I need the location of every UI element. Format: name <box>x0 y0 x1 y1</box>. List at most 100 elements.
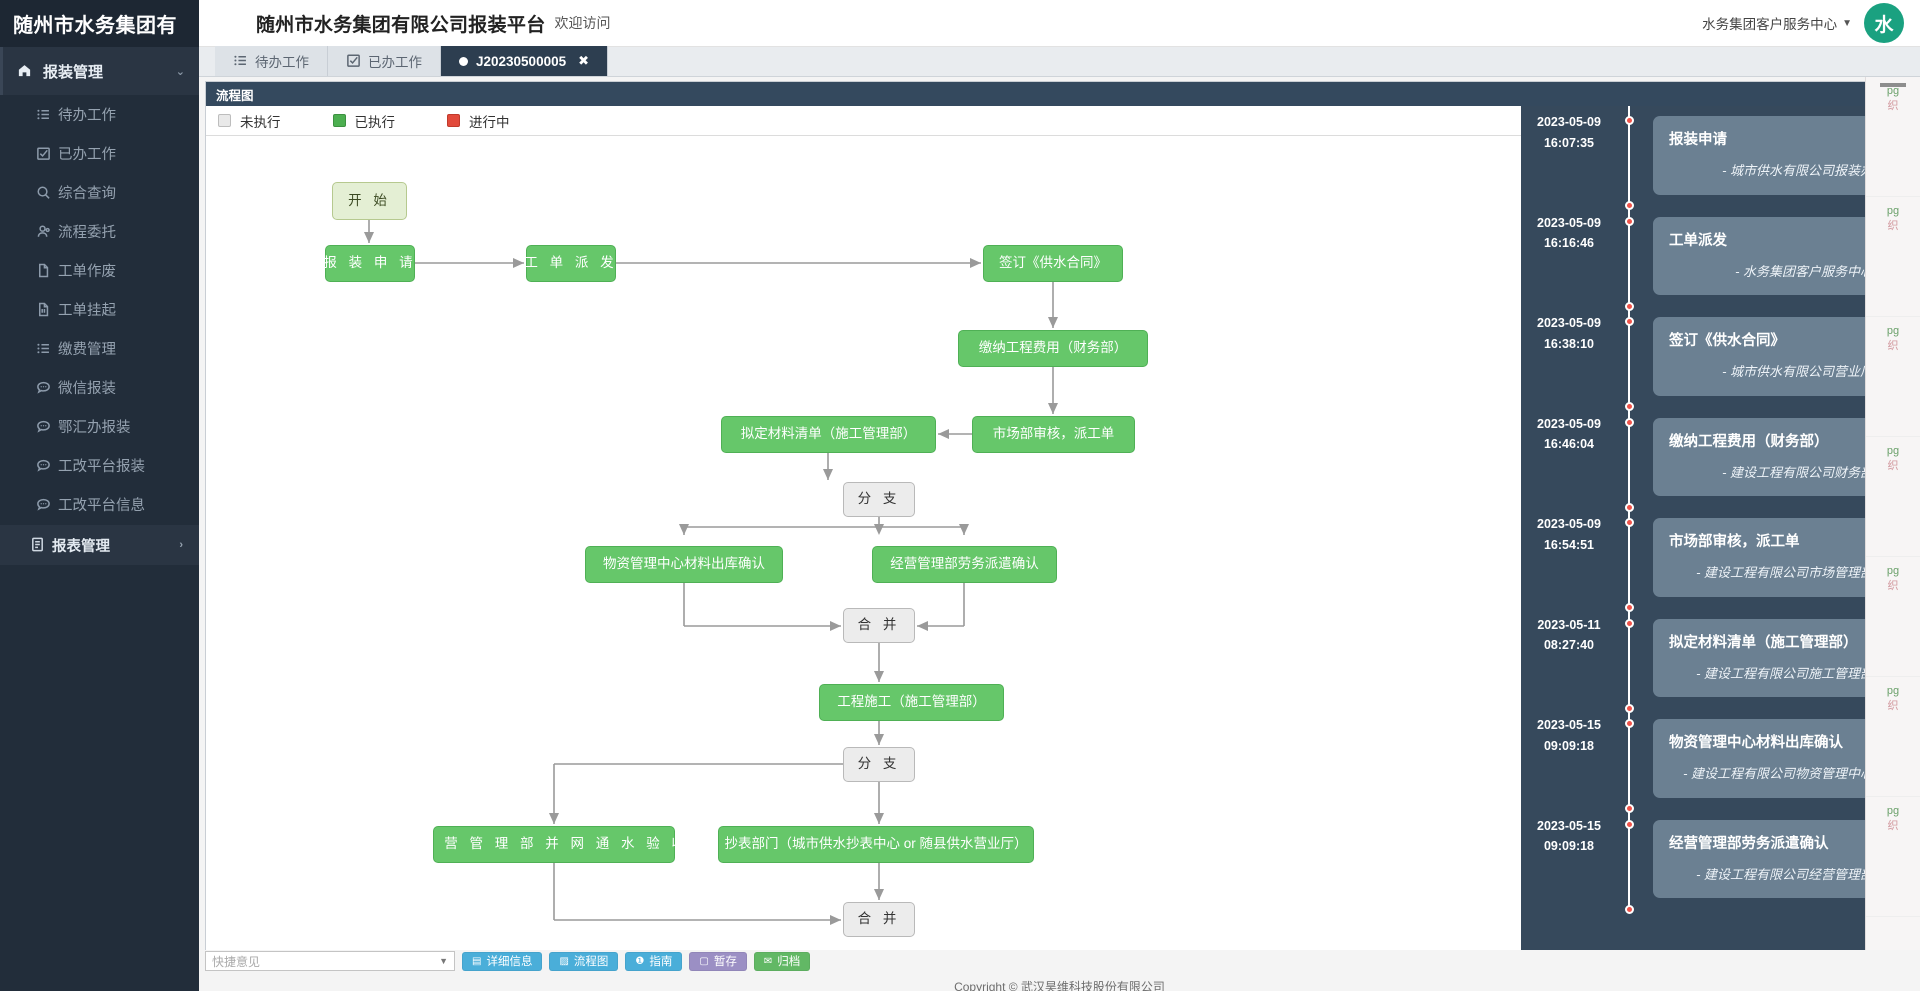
chat-icon <box>36 380 58 396</box>
user-name[interactable]: 水务集团客户服务中心 <box>1702 17 1838 32</box>
flow-node-merge1[interactable]: 合 并 <box>843 608 915 643</box>
sidebar-item-2[interactable]: 已办工作 <box>0 134 199 173</box>
flow-node-meter[interactable]: 抄表部门（城市供水抄表中心 or 随县供水营业厅） <box>718 826 1034 863</box>
timeline-card-title: 市场部审核，派工单 <box>1669 534 1800 550</box>
timeline-dot <box>1625 704 1634 713</box>
timeline-card[interactable]: 签订《供水合同》- 城市供水有限公司营业厅 - <box>1653 317 1897 396</box>
sidebar-item-5[interactable]: 工单作废 <box>0 251 199 290</box>
timeline-card[interactable]: 经营管理部劳务派遣确认- 建设工程有限公司经营管理部 - <box>1653 819 1897 898</box>
bottom-button-2[interactable]: ▨ 流程图 <box>549 951 619 971</box>
timeline-card[interactable]: 物资管理中心材料出库确认- 建设工程有限公司物资管理中心 - <box>1653 719 1897 798</box>
close-icon[interactable]: ✖ <box>578 53 590 68</box>
flow-node-build[interactable]: 工程施工（施工管理部） <box>819 684 1004 721</box>
chevron-down-icon[interactable]: ▼ <box>1842 17 1852 29</box>
panel-header: 流程图 ✖ <box>206 82 1913 106</box>
timeline-date: 2023-05-09 <box>1537 416 1601 431</box>
flow-node-wz[interactable]: 物资管理中心材料出库确认 <box>585 546 783 583</box>
sidebar-item-label: 报表管理 <box>52 538 110 555</box>
flow-node-jy[interactable]: 经营管理部劳务派遣确认 <box>872 546 1057 583</box>
legend-swatch-done <box>332 114 346 127</box>
flow-node-contract[interactable]: 签订《供水合同》 <box>983 245 1123 282</box>
flow-node-accept[interactable]: 经 营 管 理 部 并 网 通 水 验 收 <box>419 826 685 863</box>
bottom-button-5[interactable]: ✉归档 <box>753 951 811 971</box>
sidebar-item-1[interactable]: 待办工作 <box>0 95 199 134</box>
sidebar-item-label: 已办工作 <box>58 147 116 163</box>
tab-1[interactable]: 待办工作 <box>215 46 328 76</box>
sidebar-item-report-management[interactable]: 报表管理 › <box>0 525 199 565</box>
flow-node-label: 缴纳工程费用（财务部） <box>978 340 1128 356</box>
sidebar-item-3[interactable]: 综合查询 <box>0 173 199 212</box>
flow-node-label: 经 营 管 理 部 并 网 通 水 验 收 <box>419 836 690 852</box>
sidebar-item-11[interactable]: 工改平台信息 <box>0 485 199 524</box>
timeline-card[interactable]: 工单派发- 水务集团客户服务中心 - <box>1653 216 1897 295</box>
flow-node-fee[interactable]: 缴纳工程费用（财务部） <box>958 330 1148 367</box>
avatar[interactable]: 水 <box>1864 3 1904 43</box>
flow-node-label: 合 并 <box>857 911 901 927</box>
flow-node-start[interactable]: 开 始 <box>332 182 407 220</box>
sidebar-item-label: 流程委托 <box>58 225 116 241</box>
sidebar-item-8[interactable]: 微信报装 <box>0 368 199 407</box>
timeline-dot <box>1625 619 1634 628</box>
timeline-dot <box>1625 905 1634 914</box>
timeline-dot <box>1625 518 1634 527</box>
sidebar-item-label: 待办工作 <box>58 108 116 124</box>
user-icon <box>36 224 58 240</box>
bottom-button-4[interactable]: ▢暂存 <box>689 951 747 971</box>
timeline-card-org: - 城市供水有限公司报装办 - <box>1722 163 1881 178</box>
timeline-card[interactable]: 缴纳工程费用（财务部）- 建设工程有限公司财务部 - <box>1653 417 1897 496</box>
timeline-dot <box>1625 116 1634 125</box>
flow-node-label: 合 并 <box>857 617 901 633</box>
timeline-card-org: - 城市供水有限公司营业厅 - <box>1722 364 1881 379</box>
timeline-date: 2023-05-09 <box>1537 517 1601 531</box>
timeline-card-org: - 建设工程有限公司市场管理部 - <box>1696 565 1881 580</box>
flow-node-split1[interactable]: 分 支 <box>843 482 915 517</box>
flow-node-dispatch[interactable]: 工 单 派 发 <box>524 245 616 282</box>
tab-3[interactable]: J20230500005✖ <box>441 46 609 76</box>
timeline-time: 16:38:10 <box>1543 336 1595 351</box>
sidebar-group-baozhuang[interactable]: 报装管理 ⌄ <box>0 47 199 95</box>
sidebar-item-10[interactable]: 工改平台报装 <box>0 446 199 485</box>
bottom-button-1[interactable]: ▤详细信息 <box>462 951 543 971</box>
file-pause-icon <box>36 302 58 318</box>
check-square-icon <box>36 146 58 162</box>
guide-icon: ❶ <box>635 955 645 967</box>
timeline-card[interactable]: 报装申请- 城市供水有限公司报装办 - <box>1653 116 1897 195</box>
flow-icon: ▨ <box>559 955 569 967</box>
timeline-date: 2023-05-09 <box>1537 115 1601 129</box>
timeline-card-title: 缴纳工程费用（财务部） <box>1669 433 1829 450</box>
tab-2[interactable]: 已办工作 <box>328 46 441 76</box>
close-icon[interactable]: ✖ <box>1890 86 1903 103</box>
flow-node-matlist[interactable]: 拟定材料清单（施工管理部） <box>721 416 936 453</box>
timeline-card-org: - 建设工程有限公司物资管理中心 - <box>1683 766 1881 781</box>
chat-icon <box>36 419 58 435</box>
flow-node-apply[interactable]: 报 装 申 请 <box>323 245 415 282</box>
timeline-time: 09:09:18 <box>1543 738 1595 753</box>
bottom-button-label: 流程图 <box>573 956 609 968</box>
sidebar-item-4[interactable]: 流程委托 <box>0 212 199 251</box>
flow-node-split2[interactable]: 分 支 <box>843 747 915 782</box>
sidebar-item-9[interactable]: 鄂汇办报装 <box>0 407 199 446</box>
flow-node-merge2[interactable]: 合 并 <box>843 902 915 937</box>
flow-node-market[interactable]: 市场部审核，派工单 <box>972 416 1135 453</box>
dot-icon <box>459 56 468 66</box>
quick-comment-select[interactable]: 快捷意见 ▼ <box>205 951 455 971</box>
timeline-card[interactable]: 拟定材料清单（施工管理部）- 建设工程有限公司施工管理部 - <box>1653 618 1897 697</box>
list-icon <box>36 107 58 123</box>
sidebar-item-6[interactable]: 工单挂起 <box>0 290 199 329</box>
timeline-card[interactable]: 市场部审核，派工单 - 建设工程有限公司市场管理部 - <box>1653 518 1897 597</box>
page-title: 随州市水务集团有限公司报装平台 <box>256 14 546 36</box>
sidebar-item-7[interactable]: 缴费管理 <box>0 329 199 368</box>
sidebar-item-label: 缴费管理 <box>58 342 116 358</box>
